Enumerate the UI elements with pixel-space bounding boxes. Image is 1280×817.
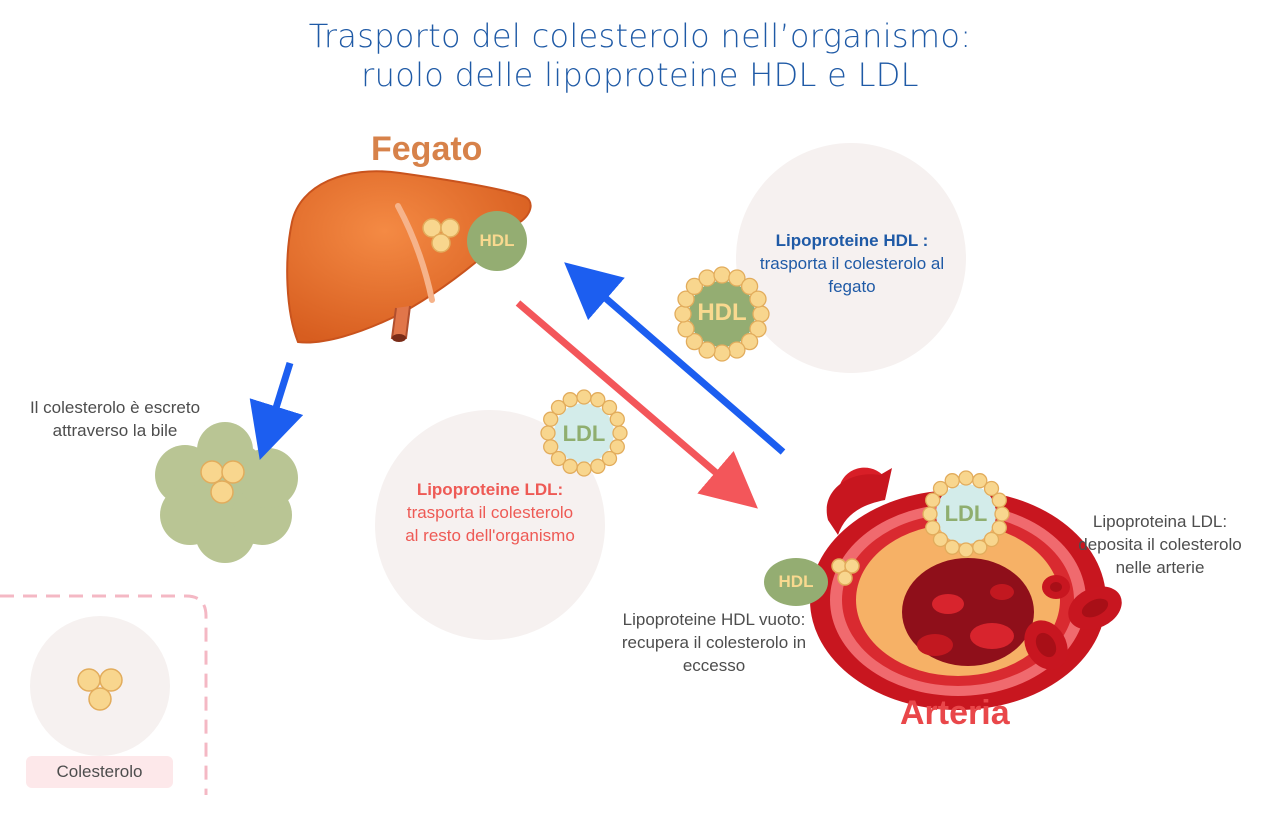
- cholesterol-bead: [925, 492, 941, 508]
- cholesterol-bead: [590, 458, 606, 474]
- cholesterol-bead: [590, 392, 606, 408]
- cholesterol-bead: [958, 470, 974, 486]
- cholesterol-bead: [698, 269, 716, 287]
- cholesterol-bead: [576, 461, 592, 477]
- blood-cell-icon: [1024, 620, 1068, 670]
- cholesterol-bead: [749, 290, 767, 308]
- hdl-particle-label: HDL: [778, 572, 814, 591]
- hdl-empty-caption: Lipoproteine HDL vuoto: recupera il cole…: [621, 610, 807, 675]
- blood-cell-icon: [1068, 586, 1122, 630]
- hdl-info-heading: Lipoproteine HDL :: [775, 231, 929, 250]
- cholesterol-bead: [713, 266, 731, 284]
- ldl-info-heading: Lipoproteine LDL:: [416, 480, 564, 499]
- cholesterol-bead: [562, 392, 578, 408]
- cholesterol-bead: [983, 531, 1000, 548]
- cholesterol-icon: [831, 558, 860, 586]
- cholesterol-bead: [983, 480, 1000, 497]
- bile-caption: Il colesterolo è escreto attraverso la b…: [29, 398, 201, 440]
- cholesterol-bead: [932, 480, 949, 497]
- cholesterol-bead: [601, 450, 618, 467]
- cholesterol-bead: [698, 341, 716, 359]
- legend-frame: [0, 594, 208, 795]
- hdl-particle-label: HDL: [697, 299, 747, 326]
- ldl-info-bubble: [375, 410, 605, 640]
- hdl-arrow: [564, 262, 786, 455]
- artery-label: Arteria: [900, 694, 1010, 732]
- cholesterol-bead: [685, 277, 704, 296]
- cholesterol-bead: [991, 492, 1007, 508]
- hdl-info-text: Lipoproteine HDL : trasporta il colester…: [736, 229, 968, 298]
- ldl-deposit-caption: Lipoproteina LDL: deposita il colesterol…: [1078, 512, 1242, 577]
- cholesterol-bead: [576, 389, 592, 405]
- cholesterol-bead: [958, 542, 974, 558]
- title-line-1: Trasporto del colesterolo nell’organismo…: [308, 17, 972, 55]
- ldl-particle-icon: [922, 470, 1010, 558]
- ldl-particle-icon: [540, 389, 628, 477]
- cholesterol-bead: [609, 411, 625, 427]
- cholesterol-bead: [972, 539, 988, 555]
- cholesterol-bead: [749, 320, 767, 338]
- liver-icon: [286, 170, 532, 344]
- title-line-2: ruolo delle lipoproteine HDL e LDL: [361, 56, 919, 94]
- cholesterol-bead: [713, 344, 731, 362]
- blood-cell-icon: [1042, 575, 1070, 599]
- legend-bubble: [30, 616, 170, 756]
- cholesterol-bead: [932, 531, 949, 548]
- cholesterol-bead: [944, 539, 960, 555]
- cholesterol-bead: [728, 269, 746, 287]
- hdl-particle-icon: [674, 266, 770, 362]
- cholesterol-bead: [740, 277, 759, 296]
- cholesterol-bead: [728, 341, 746, 359]
- cholesterol-icon: [77, 668, 123, 711]
- cholesterol-bead: [677, 290, 695, 308]
- hdl-particle-icon: [467, 211, 527, 271]
- cholesterol-bead: [562, 458, 578, 474]
- cholesterol-bead: [944, 473, 960, 489]
- hdl-particle-label: HDL: [479, 231, 515, 250]
- cholesterol-icon: [200, 460, 245, 504]
- cholesterol-bead: [740, 332, 759, 351]
- cholesterol-bead: [685, 332, 704, 351]
- ldl-particle-label: LDL: [944, 501, 988, 526]
- cholesterol-bead: [991, 520, 1007, 536]
- cholesterol-bead: [972, 473, 988, 489]
- bile-arrow: [249, 361, 304, 461]
- cholesterol-bead: [550, 399, 567, 416]
- hdl-particle-icon: [764, 558, 828, 606]
- liver-label: Fegato: [371, 130, 483, 168]
- ldl-info-text: Lipoproteine LDL: trasporta il colestero…: [380, 478, 600, 547]
- cholesterol-icon: [422, 218, 460, 253]
- cholesterol-bead: [543, 411, 559, 427]
- ldl-particle-label: LDL: [562, 421, 606, 446]
- hdl-info-bubble: [736, 143, 966, 373]
- legend-cholesterol-label: Colesterolo: [26, 756, 173, 788]
- ldl-arrow: [515, 300, 758, 509]
- cholesterol-bead: [609, 439, 625, 455]
- cholesterol-bead: [601, 399, 618, 416]
- cholesterol-bead: [550, 450, 567, 467]
